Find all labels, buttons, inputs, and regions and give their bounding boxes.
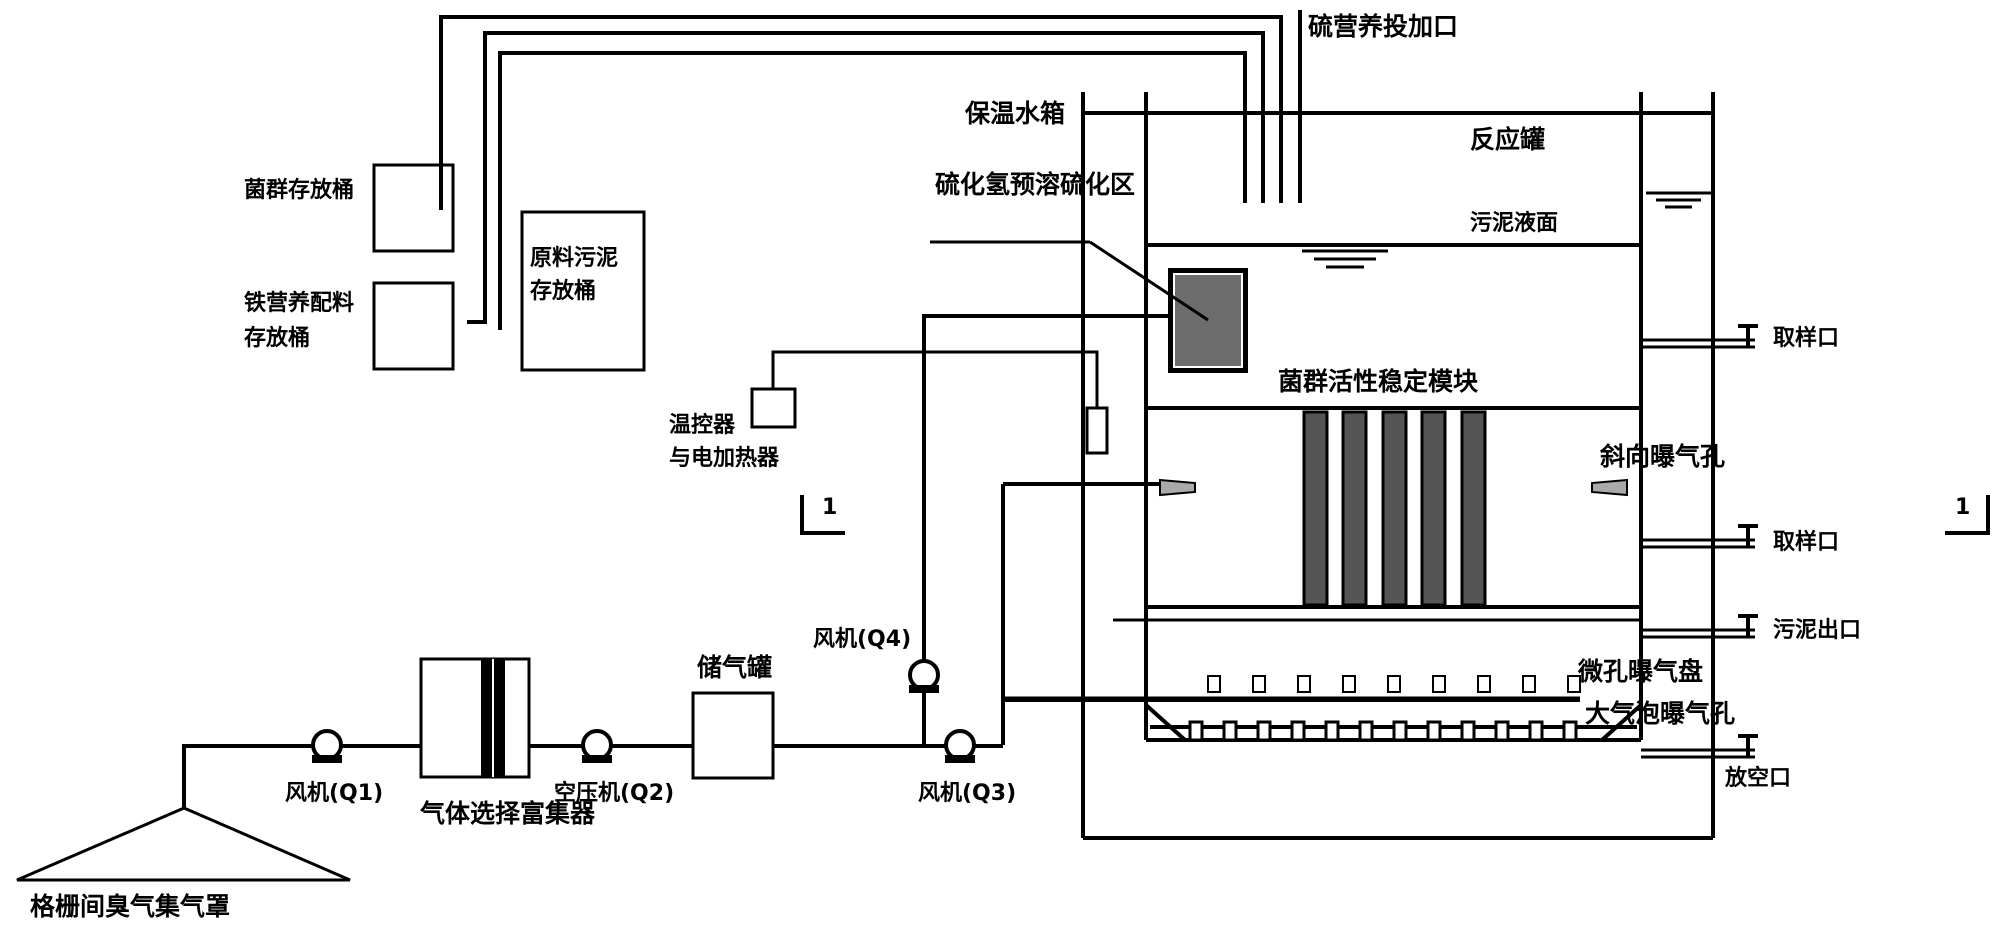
temp-ctrl-label-2: 与电加热器 [669, 445, 780, 471]
sample-port-label-1: 取样口 [1773, 325, 1839, 351]
iron-bucket-label-2: 存放桶 [244, 325, 310, 351]
gas-enricher [419, 657, 531, 779]
insulation-tank-label: 保温水箱 [964, 99, 1065, 128]
sulfur-port-label: 硫营养投加口 [1308, 12, 1458, 41]
temp-ctrl-label-1: 温控器 [669, 412, 736, 438]
micro-disk-label: 微孔曝气盘 [1577, 657, 1703, 686]
odor-hood [16, 806, 351, 882]
h2s-zone-label: 硫化氢预溶硫化区 [935, 170, 1135, 199]
micro-aeration-disks [1003, 675, 1581, 700]
fan-q3-label: 风机(Q3) [918, 781, 1016, 806]
oblique-aeration-nozzles [1003, 478, 1628, 497]
bacteria-bucket-label: 菌群存放桶 [244, 177, 354, 203]
compressor-q2-icon [581, 729, 613, 763]
air-supply-pipes [922, 314, 1580, 745]
gas-enricher-label: 气体选择富集器 [419, 799, 596, 828]
sludge-surface-mark [1302, 249, 1388, 269]
sample-port-label-2: 取样口 [1773, 529, 1839, 555]
stabilize-module-label: 菌群活性稳定模块 [1278, 367, 1478, 396]
insulation-water-surface-mark [1646, 191, 1711, 209]
raw-sludge-label-2: 存放桶 [530, 278, 596, 304]
reactor-label: 反应罐 [1470, 125, 1545, 154]
fan-q4-icon [908, 659, 940, 693]
gas-storage-tank [691, 691, 775, 780]
fan-q1-icon [311, 729, 343, 763]
big-bubble-aeration-holes [1188, 720, 1578, 742]
vent-port-label: 放空口 [1724, 765, 1791, 791]
iron-bucket [372, 281, 455, 371]
section-marker-right [1945, 495, 1990, 535]
fan-q4-label: 风机(Q4) [813, 627, 911, 652]
section-right-label: 1 [1955, 495, 1970, 520]
compressor-q2-label: 空压机(Q2) [554, 780, 674, 806]
temperature-controller [750, 350, 1109, 455]
raw-sludge-label-1: 原料污泥 [530, 246, 618, 271]
iron-bucket-label-1: 铁营养配料 [244, 290, 354, 316]
section-marker-left [800, 495, 845, 535]
hood-label: 格栅间臭气集气罩 [30, 892, 230, 921]
bacteria-stabilize-columns [1302, 410, 1487, 607]
feed-pipes [439, 10, 1302, 330]
fan-q1-label: 风机(Q1) [285, 781, 383, 806]
oblique-aeration-label: 斜向曝气孔 [1599, 442, 1725, 471]
raw-sludge-bucket [520, 210, 646, 372]
h2s-predissolve-module [930, 240, 1248, 373]
big-bubble-label: 大气泡曝气孔 [1585, 699, 1735, 728]
gas-tank-label: 储气罐 [697, 653, 772, 682]
fan-q3-icon [944, 729, 976, 763]
section-left-label: 1 [822, 495, 837, 520]
sludge-surface-label: 污泥液面 [1470, 210, 1558, 236]
insulation-water-tank [1081, 92, 1715, 840]
side-ports [1641, 324, 1758, 759]
sludge-outlet-label: 污泥出口 [1773, 618, 1861, 643]
